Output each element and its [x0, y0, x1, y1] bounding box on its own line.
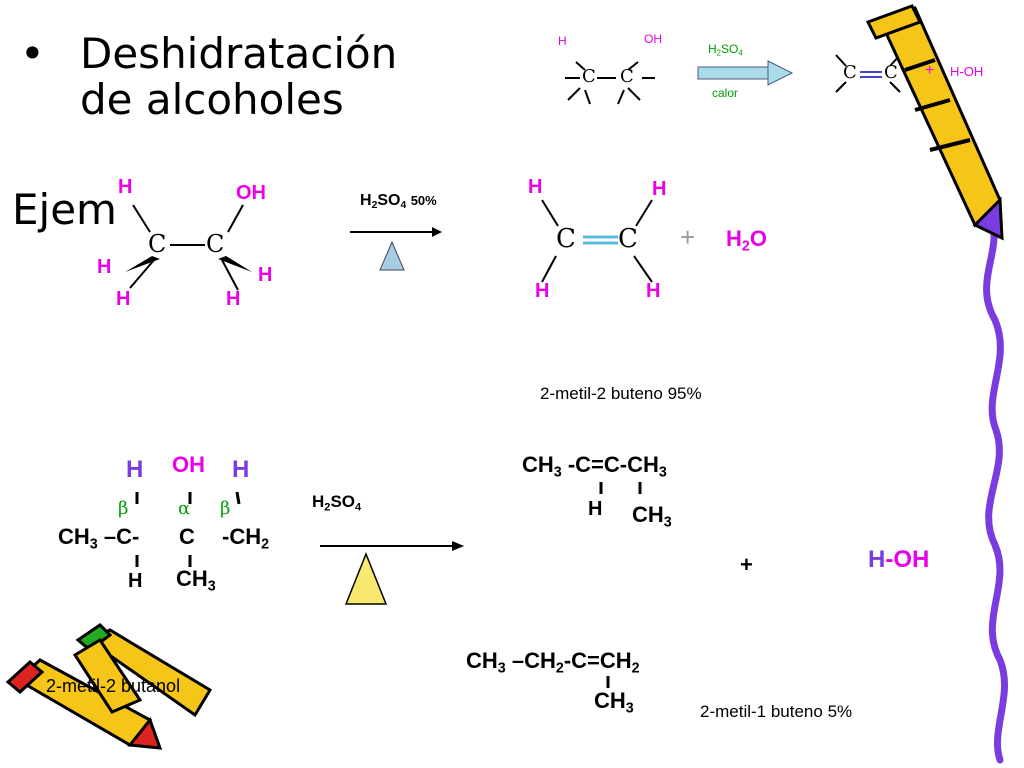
major-product-methyl: CH3 — [632, 502, 672, 531]
ethene-h-bottom-left: H — [535, 280, 550, 302]
ethene-h-bottom-right: H — [646, 280, 661, 302]
general-reactant-c2: C — [620, 66, 634, 87]
butanol-bottom-h: H — [128, 570, 143, 592]
ejemplo-heading: Ejem — [12, 185, 117, 234]
ethanol-water: H2O — [726, 226, 767, 255]
pencil-clipart-bottom-left — [5, 623, 213, 750]
butanol-arrow — [320, 541, 464, 605]
alpha-label: α — [178, 498, 191, 519]
general-reagent-label: H2SO4 — [708, 42, 743, 58]
butanol-methyl: CH3 — [176, 566, 216, 595]
beta-label-right: β — [220, 498, 231, 519]
slide-title-line2: de alcoholes — [80, 75, 344, 124]
butanol-reagent-label: H2SO4 — [312, 492, 362, 514]
ethene-h-top-left: H — [528, 176, 543, 198]
general-reactant-h: H — [558, 34, 567, 48]
products-water: H-OH — [868, 546, 930, 573]
butanol-h-beta-left: H — [126, 456, 144, 483]
decorative-wavy-line — [983, 211, 1008, 764]
minor-product-name: 2-metil-1 buteno 5% — [700, 702, 853, 721]
ethanol-bonds — [125, 204, 252, 291]
general-product-c2: C — [884, 62, 898, 83]
butanol-alpha-carbon: C — [179, 524, 195, 549]
ethanol-h-mid-left: H — [97, 256, 112, 278]
butanol-oh-alpha: OH — [172, 452, 205, 477]
general-plus: + — [925, 62, 935, 79]
butanol-chain: CH3 –C- — [58, 524, 140, 553]
ethanol-h-mid-right: H — [258, 264, 273, 286]
products-plus: + — [740, 552, 753, 577]
pencil-clipart-top-right — [865, 4, 1004, 241]
general-reactant-bonds — [565, 61, 655, 105]
butanol-h-beta-right: H — [232, 456, 250, 483]
butanol-ch2: -CH2 — [222, 524, 270, 553]
minor-product-formula: CH3 –CH2-C=CH2 — [466, 648, 640, 677]
general-reaction-arrow — [697, 60, 794, 86]
ethene-c1: C — [556, 224, 576, 254]
ethene-c2: C — [618, 224, 638, 254]
ethanol-oh: OH — [236, 182, 266, 204]
major-product-formula: CH3 -C=C-CH3 — [522, 452, 667, 481]
reactant-name: 2-metil-2 butanol — [46, 676, 181, 696]
slide-title-line1: Deshidratación — [80, 29, 398, 78]
ethanol-arrow — [350, 227, 442, 271]
ethanol-h-bottom-left: H — [116, 288, 131, 310]
product-bonds — [599, 482, 642, 688]
beta-label-left: β — [118, 498, 129, 519]
ethanol-h-bottom-right: H — [226, 288, 241, 310]
general-product-c1: C — [843, 62, 857, 83]
ethene-h-top-right: H — [652, 178, 667, 200]
major-product-h: H — [588, 498, 603, 520]
ethanol-c2: C — [206, 230, 225, 258]
ethene-bonds — [541, 199, 653, 283]
general-product-bonds — [835, 54, 901, 93]
bullet: • — [20, 29, 45, 78]
general-byproduct: H-OH — [950, 64, 984, 79]
minor-product-methyl: CH3 — [594, 688, 634, 717]
general-reactant-c1: C — [582, 66, 596, 87]
ethanol-plus: + — [680, 222, 696, 252]
butanol-bonds — [135, 491, 241, 567]
ethanol-c1: C — [148, 230, 167, 258]
general-reactant-oh: OH — [644, 32, 662, 46]
general-condition-label: calor — [712, 86, 739, 100]
ethanol-h-top-left: H — [118, 176, 133, 198]
ethanol-reagent-label: H2SO4 50% — [360, 192, 437, 212]
major-product-name: 2-metil-2 buteno 95% — [540, 384, 702, 403]
